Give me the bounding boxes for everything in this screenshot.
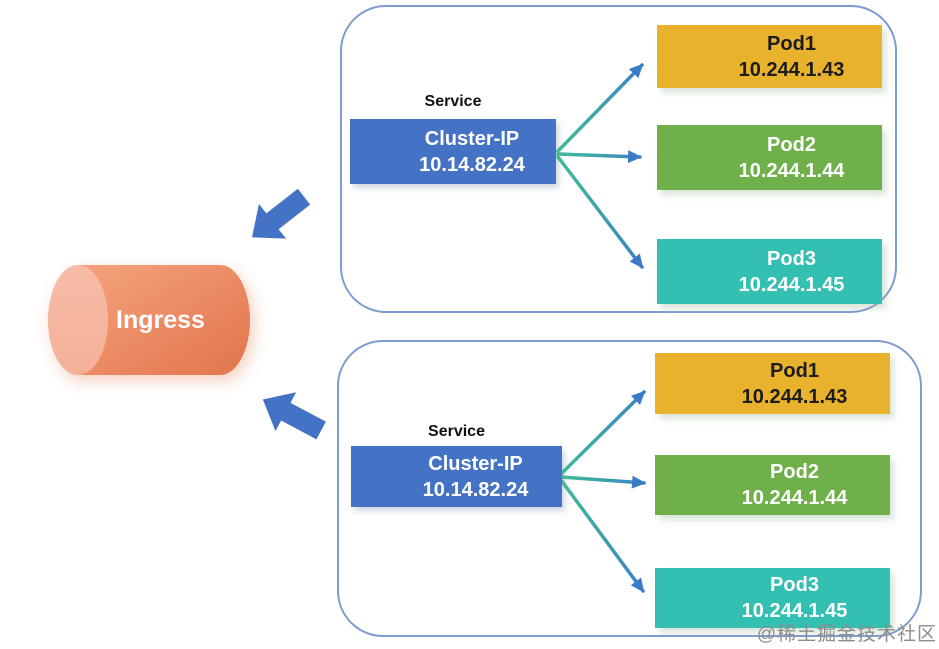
arrow-to-pod1 — [556, 63, 644, 153]
pod-ip: 10.244.1.44 — [738, 159, 845, 182]
arrow-to-pod3 — [556, 155, 644, 269]
pod1-box: Pod1 10.244.1.43 — [655, 353, 890, 414]
ingress-label: Ingress — [116, 305, 205, 334]
pod1-box: Pod1 10.244.1.43 — [657, 25, 882, 88]
arrow-to-pod3 — [559, 478, 645, 593]
pod-ip: 10.244.1.44 — [741, 487, 848, 509]
pod2-box: Pod2 10.244.1.44 — [655, 455, 890, 515]
pod-ip: 10.244.1.43 — [741, 385, 848, 408]
cluster-ip-name: Cluster-IP — [424, 127, 520, 150]
pod-name: Pod2 — [770, 461, 819, 483]
cluster-ip-box: Cluster-IP 10.14.82.24 — [350, 119, 556, 184]
block-arrow-to-ingress-bottom — [262, 392, 326, 440]
service-label: Service — [424, 93, 482, 110]
cluster-ip-address: 10.14.82.24 — [422, 478, 529, 501]
block-arrow-to-ingress-top — [251, 188, 311, 239]
arrow-to-pod2 — [556, 150, 642, 164]
arrow-to-pod1 — [559, 390, 646, 476]
pod-name: Pod3 — [767, 247, 816, 270]
pod-name: Pod1 — [767, 32, 816, 55]
service-group-top: Service Cluster-IP 10.14.82.24 Pod1 10.2… — [340, 5, 897, 313]
service-label: Service — [428, 423, 485, 440]
pod-ip: 10.244.1.43 — [738, 58, 845, 81]
ingress-cylinder: Ingress — [38, 258, 262, 386]
pod-name: Pod2 — [767, 133, 816, 156]
arrow-to-pod2 — [559, 475, 646, 489]
pod-name: Pod1 — [770, 359, 819, 382]
pod2-box: Pod2 10.244.1.44 — [657, 125, 882, 190]
pod-ip: 10.244.1.45 — [741, 600, 848, 622]
pod3-box: Pod3 10.244.1.45 — [655, 568, 890, 628]
service-group-bottom: Service Cluster-IP 10.14.82.24 Pod1 10.2… — [337, 340, 922, 637]
pod3-box: Pod3 10.244.1.45 — [657, 239, 882, 304]
cluster-ip-box: Cluster-IP 10.14.82.24 — [351, 446, 562, 507]
cluster-ip-name: Cluster-IP — [428, 452, 523, 475]
watermark: @稀土掘金技术社区 — [756, 624, 937, 645]
cluster-ip-address: 10.14.82.24 — [419, 153, 525, 176]
pod-name: Pod3 — [770, 574, 819, 596]
pod-ip: 10.244.1.45 — [738, 273, 845, 296]
cylinder-shape-icon — [48, 265, 250, 375]
